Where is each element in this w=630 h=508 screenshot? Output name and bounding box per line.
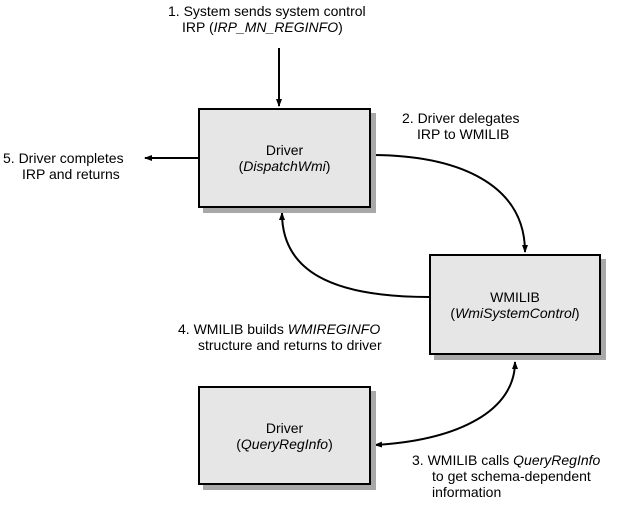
driver-dispatchwmi-box: Driver (DispatchWmi) <box>198 108 371 208</box>
box-subtitle: (QueryRegInfo) <box>236 435 333 452</box>
box-title: WMILIB <box>490 288 540 305</box>
wmilib-box: WMILIB (WmiSystemControl) <box>429 254 601 355</box>
box-subtitle: (WmiSystemControl) <box>450 304 580 321</box>
step2-label: 2. Driver delegates IRP to WMILIB <box>402 110 520 142</box>
box-title: Driver <box>265 142 304 158</box>
arrow-step3 <box>374 361 518 448</box>
step1-label: 1. System sends system control IRP (IRP_… <box>168 3 366 35</box>
driver-queryreginfo-box: Driver (QueryRegInfo) <box>198 386 371 485</box>
arrow-step2 <box>369 154 528 253</box>
step3-label: 3. WMILIB calls QueryRegInfo to get sche… <box>412 452 601 500</box>
arrow-step4 <box>279 212 430 298</box>
box-title: Driver <box>265 419 304 436</box>
box-subtitle: (DispatchWmi) <box>238 158 331 174</box>
step5-label: 5. Driver completes IRP and returns <box>3 150 124 182</box>
step4-label: 4. WMILIB builds WMIREGINFO structure an… <box>178 321 382 353</box>
